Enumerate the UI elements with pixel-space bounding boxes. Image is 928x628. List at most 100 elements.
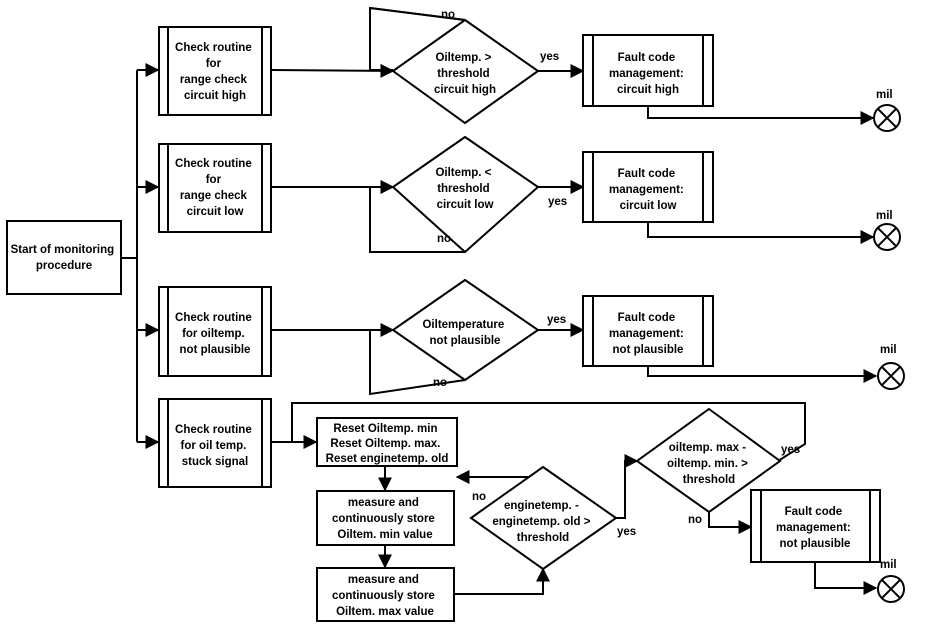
measure-min-box: measure and continuously store Oiltem. m… [316, 490, 455, 546]
routine-text-line: for oil temp. [180, 440, 246, 452]
arrow-max-to-decision [455, 567, 550, 595]
mil-label: mil [876, 210, 893, 222]
routine-box-range-high: Check routine for range check circuit hi… [158, 26, 272, 116]
decision-text-line: circuit low [437, 199, 494, 211]
loop-yes-stuck [272, 402, 806, 462]
fault-text-line: management: [776, 522, 851, 534]
reset-box: Reset Oiltemp. min Reset Oiltemp. max. R… [316, 417, 458, 467]
process-text-line: measure and [348, 497, 419, 509]
routine-text-line: circuit high [184, 90, 246, 102]
fault-text-line: circuit high [617, 84, 679, 96]
process-text-line: continuously store [332, 590, 435, 602]
fault-box-circuit-low: Fault code management: circuit low [582, 151, 714, 223]
fault-box-not-plausible: Fault code management: not plausible [582, 295, 714, 367]
yes-label: yes [617, 526, 636, 538]
svg-text:Fault code management:: Fault code management: not plausible [609, 312, 687, 356]
svg-text:oiltemp. max - oiltemp.: oiltemp. max - oiltemp. min. > threshold [667, 442, 751, 486]
svg-text:Fault code management:: Fault code management: not plausible [776, 506, 854, 550]
yes-label: yes [547, 314, 566, 326]
mil-label: mil [876, 89, 893, 101]
arrow-yes-to-oil-decision [616, 454, 639, 519]
mil-lamp-icon: mil [877, 344, 905, 390]
svg-text:Start of monitoring proc: Start of monitoring procedure [11, 244, 118, 272]
mil-lamp-icon: mil [873, 89, 901, 132]
routine-text-line: for [206, 58, 222, 70]
fault-text-line: management: [609, 328, 684, 340]
routine-box-range-low: Check routine for range check circuit lo… [158, 143, 272, 233]
svg-text:Fault code management:: Fault code management: circuit low [609, 168, 687, 212]
process-text-line: Reset Oiltemp. min [333, 423, 437, 435]
process-text-line: measure and [348, 574, 419, 586]
decision-text-line: not plausible [430, 335, 501, 347]
yes-label: yes [781, 444, 800, 456]
mil-lamp-icon: mil [877, 559, 905, 603]
start-text-line: Start of monitoring [11, 244, 115, 256]
routine-text-line: not plausible [180, 344, 251, 356]
routine-box-stuck-signal: Check routine for oil temp. stuck signal [158, 398, 272, 488]
routine-text-line: range check [180, 74, 248, 86]
svg-text:Check routine for: Check routine for range check circuit lo… [175, 158, 255, 218]
no-label: no [441, 9, 455, 21]
fault-text-line: Fault code [618, 168, 676, 180]
decision-text-line: oiltemp. max - [669, 442, 746, 454]
no-label: no [437, 233, 451, 245]
decision-text-line: threshold [437, 183, 489, 195]
yes-label: yes [540, 51, 559, 63]
arrow-to-mil-3 [647, 366, 878, 383]
routine-text-line: for oiltemp. [182, 328, 245, 340]
decision-enginetemp: enginetemp. - enginetemp. old > threshol… [469, 465, 618, 571]
decision-text-line: Oiltemp. > [435, 52, 491, 64]
decision-oiltemp-delta: oiltemp. max - oiltemp. min. > threshold [635, 407, 782, 514]
svg-text:Oiltemp. < threshold: Oiltemp. < threshold circuit low [435, 167, 494, 211]
routine-box-not-plausible: Check routine for oiltemp. not plausible [158, 286, 272, 377]
no-label: no [433, 377, 447, 389]
fault-box-circuit-high: Fault code management: circuit high [582, 34, 714, 107]
routine-text-line: stuck signal [182, 456, 248, 468]
arrow-to-mil-4 [814, 562, 878, 595]
fault-text-line: not plausible [780, 538, 851, 550]
decision-text-line: Oiltemp. < [435, 167, 491, 179]
loop-no-plausible [369, 330, 466, 396]
svg-text:Fault code management:: Fault code management: circuit high [609, 52, 687, 96]
start-box: Start of monitoring procedure [6, 220, 122, 295]
fault-text-line: not plausible [613, 344, 684, 356]
process-text-line: Reset enginetemp. old [326, 453, 449, 465]
svg-text:measure and continuously: measure and continuously store Oiltem. m… [332, 574, 438, 618]
decision-text-line: circuit high [434, 84, 496, 96]
decision-not-plausible: Oiltemperature not plausible [391, 278, 540, 382]
arrow-to-mil-1 [647, 106, 875, 125]
decision-text-line: enginetemp. old > [492, 516, 590, 528]
decision-circuit-low: Oiltemp. < threshold circuit low [391, 135, 540, 254]
arrow-to-mil-2 [647, 222, 875, 244]
svg-text:measure and continuously: measure and continuously store Oiltem. m… [332, 497, 438, 541]
decision-text-line: threshold [437, 68, 489, 80]
yes-label: yes [548, 196, 567, 208]
mil-label: mil [880, 559, 897, 571]
arrow-no-to-fault-stuck [708, 512, 753, 534]
svg-text:Reset Oiltemp. min Reset: Reset Oiltemp. min Reset Oiltemp. max. R… [326, 423, 449, 465]
fault-text-line: management: [609, 184, 684, 196]
decision-text-line: threshold [683, 474, 735, 486]
no-label: no [472, 491, 486, 503]
decision-text-line: oiltemp. min. > [667, 458, 748, 470]
fault-text-line: Fault code [785, 506, 843, 518]
routine-text-line: Check routine [175, 42, 252, 54]
decision-text-line: enginetemp. - [504, 500, 579, 512]
svg-text:Check routine for: Check routine for range check circuit hi… [175, 42, 255, 102]
fault-text-line: Fault code [618, 312, 676, 324]
svg-text:Oiltemp. > threshold: Oiltemp. > threshold circuit high [434, 52, 496, 96]
process-text-line: Oiltem. min value [337, 529, 432, 541]
process-text-line: Reset Oiltemp. max. [330, 438, 440, 450]
start-text-line: procedure [36, 260, 92, 272]
routine-text-line: for [206, 174, 222, 186]
routine-text-line: Check routine [175, 312, 252, 324]
fault-text-line: management: [609, 68, 684, 80]
routine-text-line: circuit low [187, 206, 244, 218]
fault-text-line: Fault code [618, 52, 676, 64]
process-text-line: Oiltem. max value [336, 606, 434, 618]
loop-no-low [369, 187, 465, 253]
routine-text-line: Check routine [175, 424, 252, 436]
no-label: no [688, 514, 702, 526]
decision-circuit-high: Oiltemp. > threshold circuit high [391, 18, 540, 125]
